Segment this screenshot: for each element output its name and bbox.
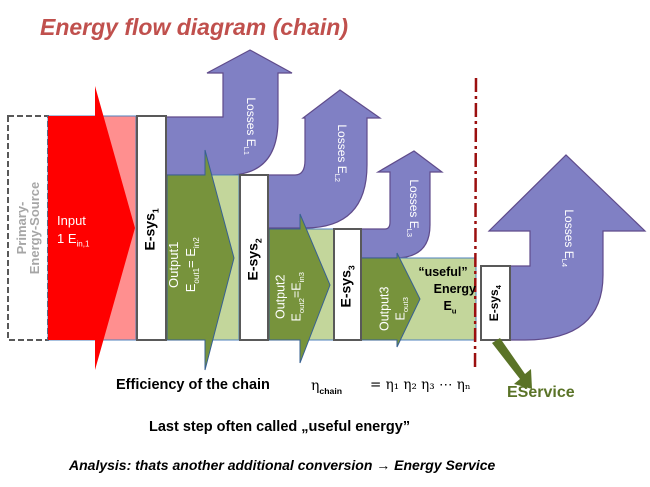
system-boundary-line [473,77,478,371]
useful-line3-text: E [443,299,452,313]
esys-label-1-text: E-sys [141,213,158,251]
useful-line3-sub: u [451,306,457,316]
esys-label-1-sub: 1 [150,208,161,214]
esys-label-3: E-sys3 [338,251,357,321]
primary-source-box [7,115,49,341]
output-1-eq-a-sub: out1 [191,267,201,284]
output-1-eq-a: E [183,283,199,293]
output-3-eq-a-sub: out3 [400,297,410,313]
loss-label-3-sub: L3 [404,228,414,238]
output-label-2: Output2 Eout2=Ein3 [272,249,310,345]
input-label-line1: Input [57,213,86,228]
output-2-eq-a: E [289,313,304,322]
loss-label-1-sub: L1 [241,146,251,156]
efficiency-formula: = η₁ η₂ η₃ ⋯ ηₙ [370,377,471,393]
output-1-eq-mid: = E [183,248,199,268]
esys-label-2: E-sys2 [245,224,264,294]
esys-label-4-text: E-sys [486,289,501,322]
esys-label-4-sub: 4 [494,285,504,290]
esys-label-2-sub: 2 [253,238,264,244]
output-2-eq-a-sub: out2 [296,298,306,314]
service-label: EService [507,384,575,401]
efficiency-symbol: ηchain [311,378,342,396]
loss-arrow-2 [267,89,382,229]
output-2-eq-b-sub: in3 [296,272,306,283]
loss-label-4-text: Losses E [562,209,577,259]
esys-label-3-text: E-sys [337,270,354,308]
service-arrow [492,338,532,389]
useful-energy-label: “useful” Energy Eu [410,264,476,320]
esys-box-4 [480,265,511,341]
output-label-3-title: Output3 [377,286,392,331]
esys-label-1: E-sys1 [142,194,161,264]
output-label-2-eq: Eout2=Ein3 [288,249,310,345]
efficiency-label: Efficiency of the chain [116,377,270,393]
loss-label-2-sub: L2 [332,173,342,183]
esys-box-1 [136,115,167,341]
esys-label-3-sub: 3 [346,265,357,271]
esys-label-2-text: E-sys [244,243,261,281]
eta-symbol: η [311,378,320,394]
esys-label-4: E-sys4 [487,268,503,338]
loss-label-2: Losses EL2 [333,108,349,198]
output-arrow-3 [360,252,421,348]
loss-label-1-text: Losses E [244,97,259,147]
output-label-1-eq: Eout1= Ein2 [182,210,205,320]
input-arrow [48,86,135,370]
loss-arrow-1 [165,49,293,176]
output-label-1: Output1 Eout1= Ein2 [165,210,205,320]
loss-label-2-text: Losses E [335,124,350,174]
useful-line3: Eu [410,298,476,320]
useful-line2: Energy [433,282,476,296]
output-label-3: Output3 Eout3 [376,269,414,349]
esys-box-2 [239,174,269,341]
loss-label-3-text: Losses E [407,179,422,229]
useful-energy-note: Last step often called „useful energy” [149,419,411,435]
loss-label-4-sub: L4 [559,258,569,268]
input-label-text: 1 E [57,231,77,246]
loss-label-4: Losses EL4 [560,193,576,283]
input-label-line2: 1 Ein,1 [57,230,90,254]
output-3-eq-a: E [393,312,408,321]
loss-label-1: Losses EL1 [242,81,258,171]
output-arrow-1 [166,149,235,371]
output-arrow-2 [268,213,331,364]
primary-source-line2: Energy-Source [27,181,42,275]
analysis-text: Analysis: thats another additional conve… [69,457,496,473]
output-label-2-title: Output2 [273,274,288,319]
output-label-1-title: Output1 [166,241,182,288]
loss-arrow-4 [487,154,647,341]
loss-arrow-3 [360,150,444,259]
page-title: Energy flow diagram (chain) [40,14,348,40]
esys-box-3 [333,228,362,341]
useful-line1: “useful” [418,265,468,279]
output-1-eq-b-sub: in2 [191,237,201,249]
loss-label-3: Losses EL3 [405,163,421,253]
output-2-eq-mid: =E [289,282,304,299]
eta-chain-sub: chain [319,385,343,396]
input-label: Input 1 Ein,1 [57,212,90,254]
primary-source-label: Primary- Energy-Source [14,165,42,291]
input-label-sub: in,1 [76,239,90,249]
